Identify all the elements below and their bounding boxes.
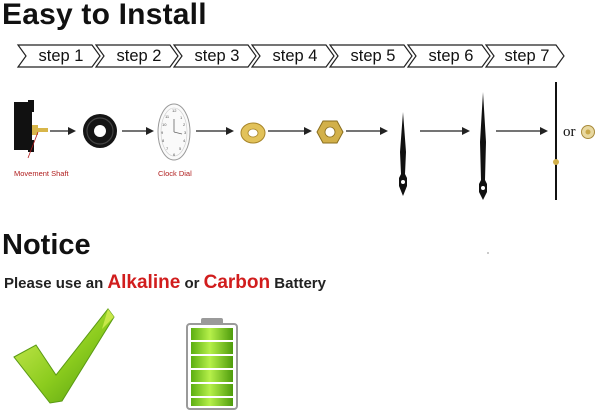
arrow-icon bbox=[346, 127, 388, 135]
rubber-washer-icon bbox=[83, 114, 117, 148]
movement-icon bbox=[14, 100, 48, 152]
dial-caption: Clock Dial bbox=[158, 169, 192, 178]
step-4-chevron bbox=[250, 44, 335, 68]
step-3-chevron bbox=[172, 44, 257, 68]
arrow-icon bbox=[420, 127, 470, 135]
svg-text:6: 6 bbox=[173, 152, 176, 157]
or-label: or bbox=[563, 124, 576, 140]
svg-text:8: 8 bbox=[162, 138, 165, 143]
notice-or: or bbox=[184, 275, 200, 292]
cap-nut-icon bbox=[581, 125, 595, 139]
step-3-label: step 3 bbox=[194, 47, 240, 65]
svg-text:2: 2 bbox=[183, 122, 186, 127]
svg-text:12: 12 bbox=[172, 108, 177, 113]
notice-prefix: Please use an bbox=[4, 275, 104, 292]
battery-icon bbox=[186, 318, 238, 410]
svg-text:4: 4 bbox=[183, 138, 186, 143]
steps-chevrons bbox=[16, 44, 565, 68]
page-title: Easy to Install bbox=[2, 0, 207, 31]
svg-text:9: 9 bbox=[161, 130, 164, 135]
svg-text:1: 1 bbox=[180, 115, 183, 120]
step-2-chevron bbox=[94, 44, 179, 68]
movement-pointer-line bbox=[27, 131, 39, 159]
step-5-chevron bbox=[328, 44, 413, 68]
step-6-chevron bbox=[406, 44, 491, 68]
hex-nut-icon bbox=[316, 120, 344, 144]
notice-heading: Notice bbox=[2, 229, 91, 261]
brass-washer-icon bbox=[240, 122, 266, 144]
svg-text:11: 11 bbox=[165, 114, 170, 119]
steps-bar: step 1 step 2 step 3 step 4 step 5 step … bbox=[16, 44, 565, 68]
second-hand-icon bbox=[553, 82, 559, 200]
arrow-icon bbox=[268, 127, 312, 135]
step-5-label: step 5 bbox=[350, 47, 396, 65]
step-7-chevron bbox=[484, 44, 565, 68]
movement-caption: Movement Shaft bbox=[14, 169, 69, 178]
arrow-icon bbox=[196, 127, 234, 135]
step-1-label: step 1 bbox=[38, 47, 84, 65]
arrow-icon bbox=[496, 127, 548, 135]
step-4-label: step 4 bbox=[272, 47, 318, 65]
battery-notice-text: Please use an Alkaline or Carbon Battery bbox=[4, 272, 326, 294]
stray-dot bbox=[487, 252, 489, 254]
alkaline-label: Alkaline bbox=[107, 272, 181, 293]
arrow-icon bbox=[122, 127, 154, 135]
svg-text:10: 10 bbox=[162, 122, 167, 127]
hour-hand-icon bbox=[399, 112, 407, 196]
svg-text:5: 5 bbox=[179, 146, 182, 151]
carbon-label: Carbon bbox=[203, 272, 271, 293]
step-6-label: step 6 bbox=[428, 47, 474, 65]
step-7-label: step 7 bbox=[504, 47, 550, 65]
arrow-icon bbox=[50, 127, 76, 135]
minute-hand-icon bbox=[479, 92, 487, 200]
step-2-label: step 2 bbox=[116, 47, 162, 65]
svg-text:3: 3 bbox=[184, 130, 187, 135]
notice-suffix: Battery bbox=[274, 275, 326, 292]
step-1-chevron bbox=[16, 44, 101, 68]
check-mark-icon bbox=[13, 308, 115, 404]
clock-dial-icon: 12 3 6 9 12 45 78 10 11 bbox=[157, 103, 191, 161]
svg-text:7: 7 bbox=[166, 146, 169, 151]
